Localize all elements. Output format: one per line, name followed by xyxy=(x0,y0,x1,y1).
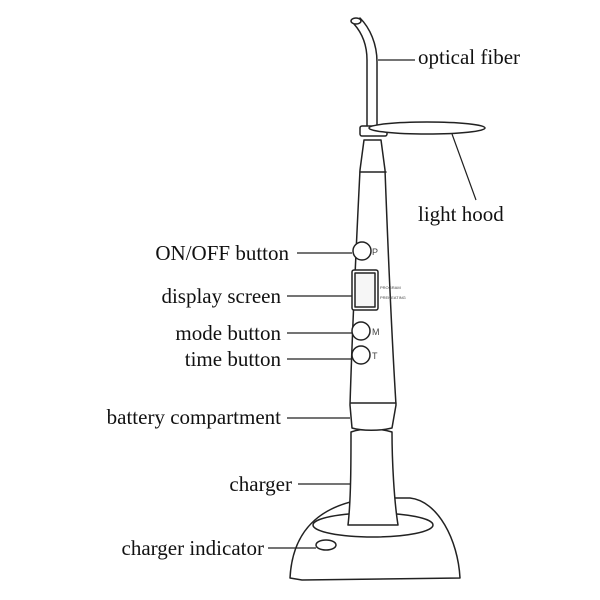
screen-text-preheating: PREHEATING xyxy=(380,295,406,300)
label-charger: charger xyxy=(229,472,292,496)
charger-body xyxy=(347,428,399,526)
on-off-button[interactable] xyxy=(352,241,372,261)
label-on-off-button: ON/OFF button xyxy=(155,241,289,265)
charger-indicator-light xyxy=(315,539,337,551)
label-battery-compartment: battery compartment xyxy=(106,405,281,429)
t-marking: T xyxy=(372,351,378,361)
display-screen-inner xyxy=(354,272,376,308)
time-button[interactable] xyxy=(351,345,371,365)
screen-text-program: PROGRAM xyxy=(380,285,401,290)
label-display-screen: display screen xyxy=(161,284,281,308)
label-optical-fiber: optical fiber xyxy=(418,45,521,69)
label-time-button: time button xyxy=(184,347,281,371)
label-mode-button: mode button xyxy=(175,321,281,345)
label-charger-indicator: charger indicator xyxy=(121,536,264,560)
leader-light-hood xyxy=(451,133,477,201)
mode-button[interactable] xyxy=(351,321,371,341)
optical-fiber-tip xyxy=(350,17,362,25)
m-marking: M xyxy=(372,327,380,337)
p-marking: P xyxy=(372,247,378,257)
label-light-hood: light hood xyxy=(418,202,504,226)
optical-fiber xyxy=(353,17,378,136)
light-hood xyxy=(368,121,486,135)
